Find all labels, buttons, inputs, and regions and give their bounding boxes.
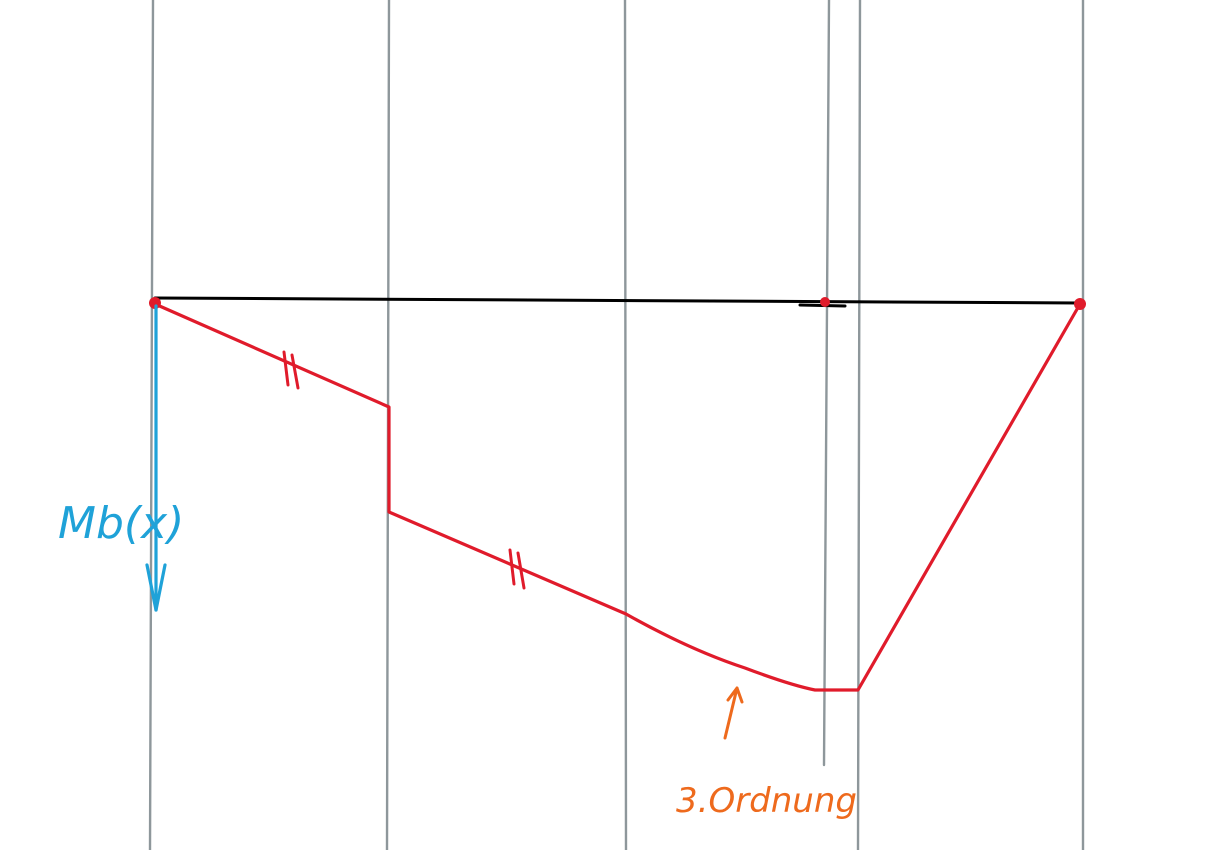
note-arrow [723,686,744,740]
curve-order-annotation: 3.Ordnung [676,686,857,821]
inner-node [820,297,830,307]
moment-line [149,297,1086,692]
beam-baseline [153,296,1082,308]
curve-order-note: 3.Ordnung [676,781,857,821]
parallel-mark-2a [508,548,516,586]
guide-line-1 [148,0,155,850]
parallel-mark-1a [282,350,290,387]
parallel-mark-2b [516,551,526,590]
guide-line-4 [822,0,831,767]
moment-label: Mb(x) [58,498,184,549]
moment-direction-annotation: Mb(x) [58,304,184,612]
right-support-node [1074,298,1086,310]
moment-polyline [153,302,1082,692]
baseline-line [153,296,1082,305]
moment-arrow-head [145,563,167,612]
vertical-guides [148,0,1085,850]
guide-line-5 [856,0,862,850]
left-support-node [149,297,161,309]
parallel-mark-1b [290,353,300,390]
guide-line-3 [623,0,628,850]
